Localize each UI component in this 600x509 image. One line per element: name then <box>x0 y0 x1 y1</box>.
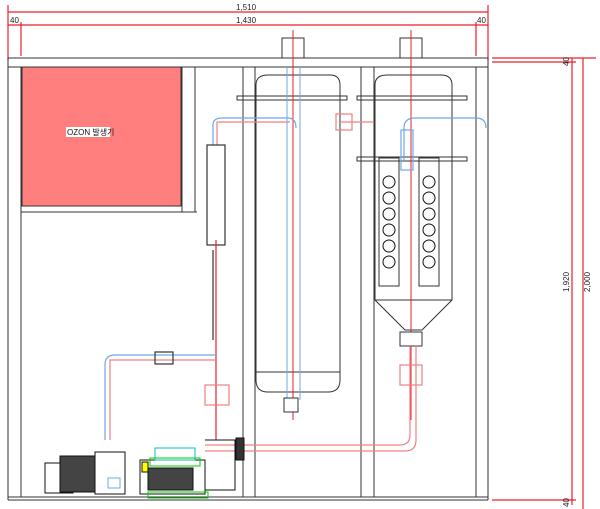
contact-tank-2 <box>356 30 468 420</box>
contact-tank-1 <box>236 30 348 420</box>
pump-2 <box>139 437 245 499</box>
ozone-generator: OZON 발생기 <box>21 66 182 207</box>
dim-overall-height: 2,000 <box>583 271 592 292</box>
ozone-generator-label: OZON 발생기 <box>67 127 114 137</box>
dim-inner-height: 1,920 <box>562 271 571 292</box>
dim-top-margin: 40 <box>562 57 571 66</box>
pump-1 <box>44 451 126 495</box>
frame <box>7 57 489 501</box>
dimension-lines <box>7 5 596 509</box>
dim-overall-width: 1,510 <box>236 3 257 12</box>
dim-bottom-margin: 40 <box>562 498 571 507</box>
dim-inner-width: 1,430 <box>236 16 257 25</box>
dim-right-margin: 40 <box>477 16 486 25</box>
dim-left-margin: 40 <box>10 16 19 25</box>
piping <box>104 113 487 452</box>
